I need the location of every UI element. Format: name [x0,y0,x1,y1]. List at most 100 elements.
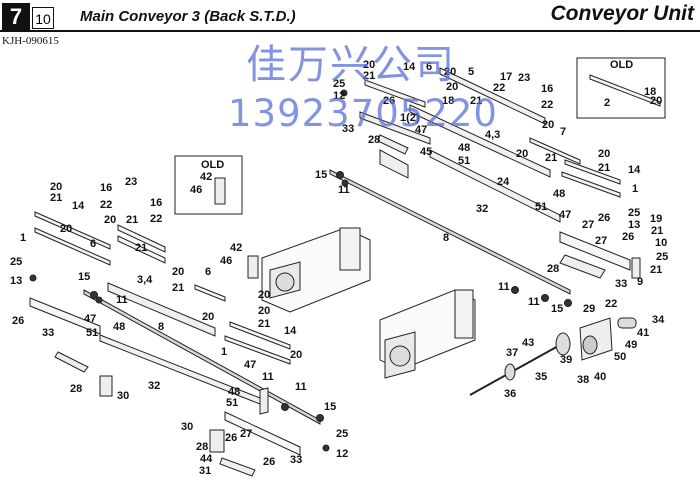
callout: 21 [135,242,147,254]
callout: 44 [200,453,213,465]
frame-upright-center [339,227,361,271]
bar-part-4-3-upper [409,104,551,178]
bracket-part-22-left [117,224,166,253]
callout: 36 [504,388,516,400]
bracket-part-6-mid [194,284,226,302]
callout: 33 [42,327,54,339]
callout: 11 [262,371,274,383]
callout: 6 [205,266,211,278]
callout: 48 [113,321,125,333]
callout: 13 [10,275,22,287]
belt-8-right [329,169,571,295]
part-28-upper [377,134,409,155]
callout: 18 [442,95,454,107]
callout: 21 [363,70,375,82]
pulley-39 [555,332,571,356]
screw-11-bottom [281,403,289,411]
callout: 51 [535,201,547,213]
callout: 21 [598,162,610,174]
watermark-company: 佳万兴公司 [246,42,456,88]
callout: 3,4 [137,274,153,286]
bracket-part-21-left [117,235,166,264]
screw-12-bottom [322,444,330,452]
callout: 6 [90,238,96,250]
callout: 21 [50,192,62,204]
callout: 20 [444,66,456,78]
old-box-left [174,155,243,215]
diagram-title: Main Conveyor 3 (Back S.T.D.) [80,8,296,25]
callout: 17 [500,71,512,83]
callout: 15 [324,401,336,413]
callout: 48 [553,188,565,200]
callout: 47 [559,209,571,221]
callout: 22 [150,213,162,225]
page-number: 7 [2,3,30,31]
callout: 51 [226,397,238,409]
callout: 37 [506,347,518,359]
callout: 11 [295,381,307,393]
callout: 24 [497,176,510,188]
callout: 32 [476,203,488,215]
callout: 51 [458,155,470,167]
callout: 22 [493,82,505,94]
strip-part-7 [529,137,581,165]
callout: 16 [100,182,112,194]
callout: 47 [244,359,256,371]
callout: 1 [632,183,638,195]
callout: 8 [158,321,164,333]
strip-part-1-right [561,171,621,198]
part-9-right [631,257,641,279]
callout: 20 [60,223,72,235]
strip-part-1-left [34,211,111,250]
sub-page-number: 10 [32,7,54,29]
callout: 42 [200,171,212,183]
callout: 20 [598,148,610,160]
header-rule [0,30,700,32]
callout: 46 [220,255,232,267]
callout: 11 [116,294,128,306]
callout: 25 [333,78,345,90]
slotted-bar-3-4-left [107,282,216,337]
callout: 8 [443,232,449,244]
callout: 1 [221,346,227,358]
frame-33-bottom [224,411,301,456]
callout: 31 [199,465,211,477]
bracket-part-42 [247,255,259,279]
callout: 48 [458,142,470,154]
unit-title: Conveyor Unit [550,2,694,25]
callout: 14 [628,164,641,176]
callout: 11 [498,281,510,293]
callout: 21 [651,225,663,237]
callout: 25 [10,256,22,268]
callout: 20 [104,214,116,226]
callout: 23 [125,176,137,188]
callout: 45 [420,146,432,158]
old-label-right: OLD [610,59,633,71]
part-45-upper [379,149,409,179]
callout: 48 [228,386,240,398]
bar-part-32-upper [429,149,561,223]
part-callouts: 20 21 14 20 1 16 23 22 16 22 20 21 6 21 … [10,59,668,477]
pulley-37 [504,363,516,381]
screw-13-left [29,274,37,282]
callout: 28 [368,134,380,146]
screw-11-right-b [541,294,549,302]
callout: 35 [535,371,547,383]
callout: 22 [541,99,553,111]
callout: 20 [290,349,302,361]
callout: 4,3 [485,129,500,141]
callout: 12 [336,448,348,460]
callout: 20 [50,181,62,193]
screw-11-left [95,296,103,304]
callout: 11 [528,296,540,308]
callout: 41 [637,327,649,339]
callout: 1(2) [400,112,420,124]
bar-part-33-upper [359,111,431,145]
strip-part-1-mid [224,335,291,365]
bracket-part-44 [259,387,269,415]
callout: 29 [583,303,595,315]
callout: 28 [196,441,208,453]
screw-15-bottom [316,414,324,422]
old-box-right [576,57,666,119]
